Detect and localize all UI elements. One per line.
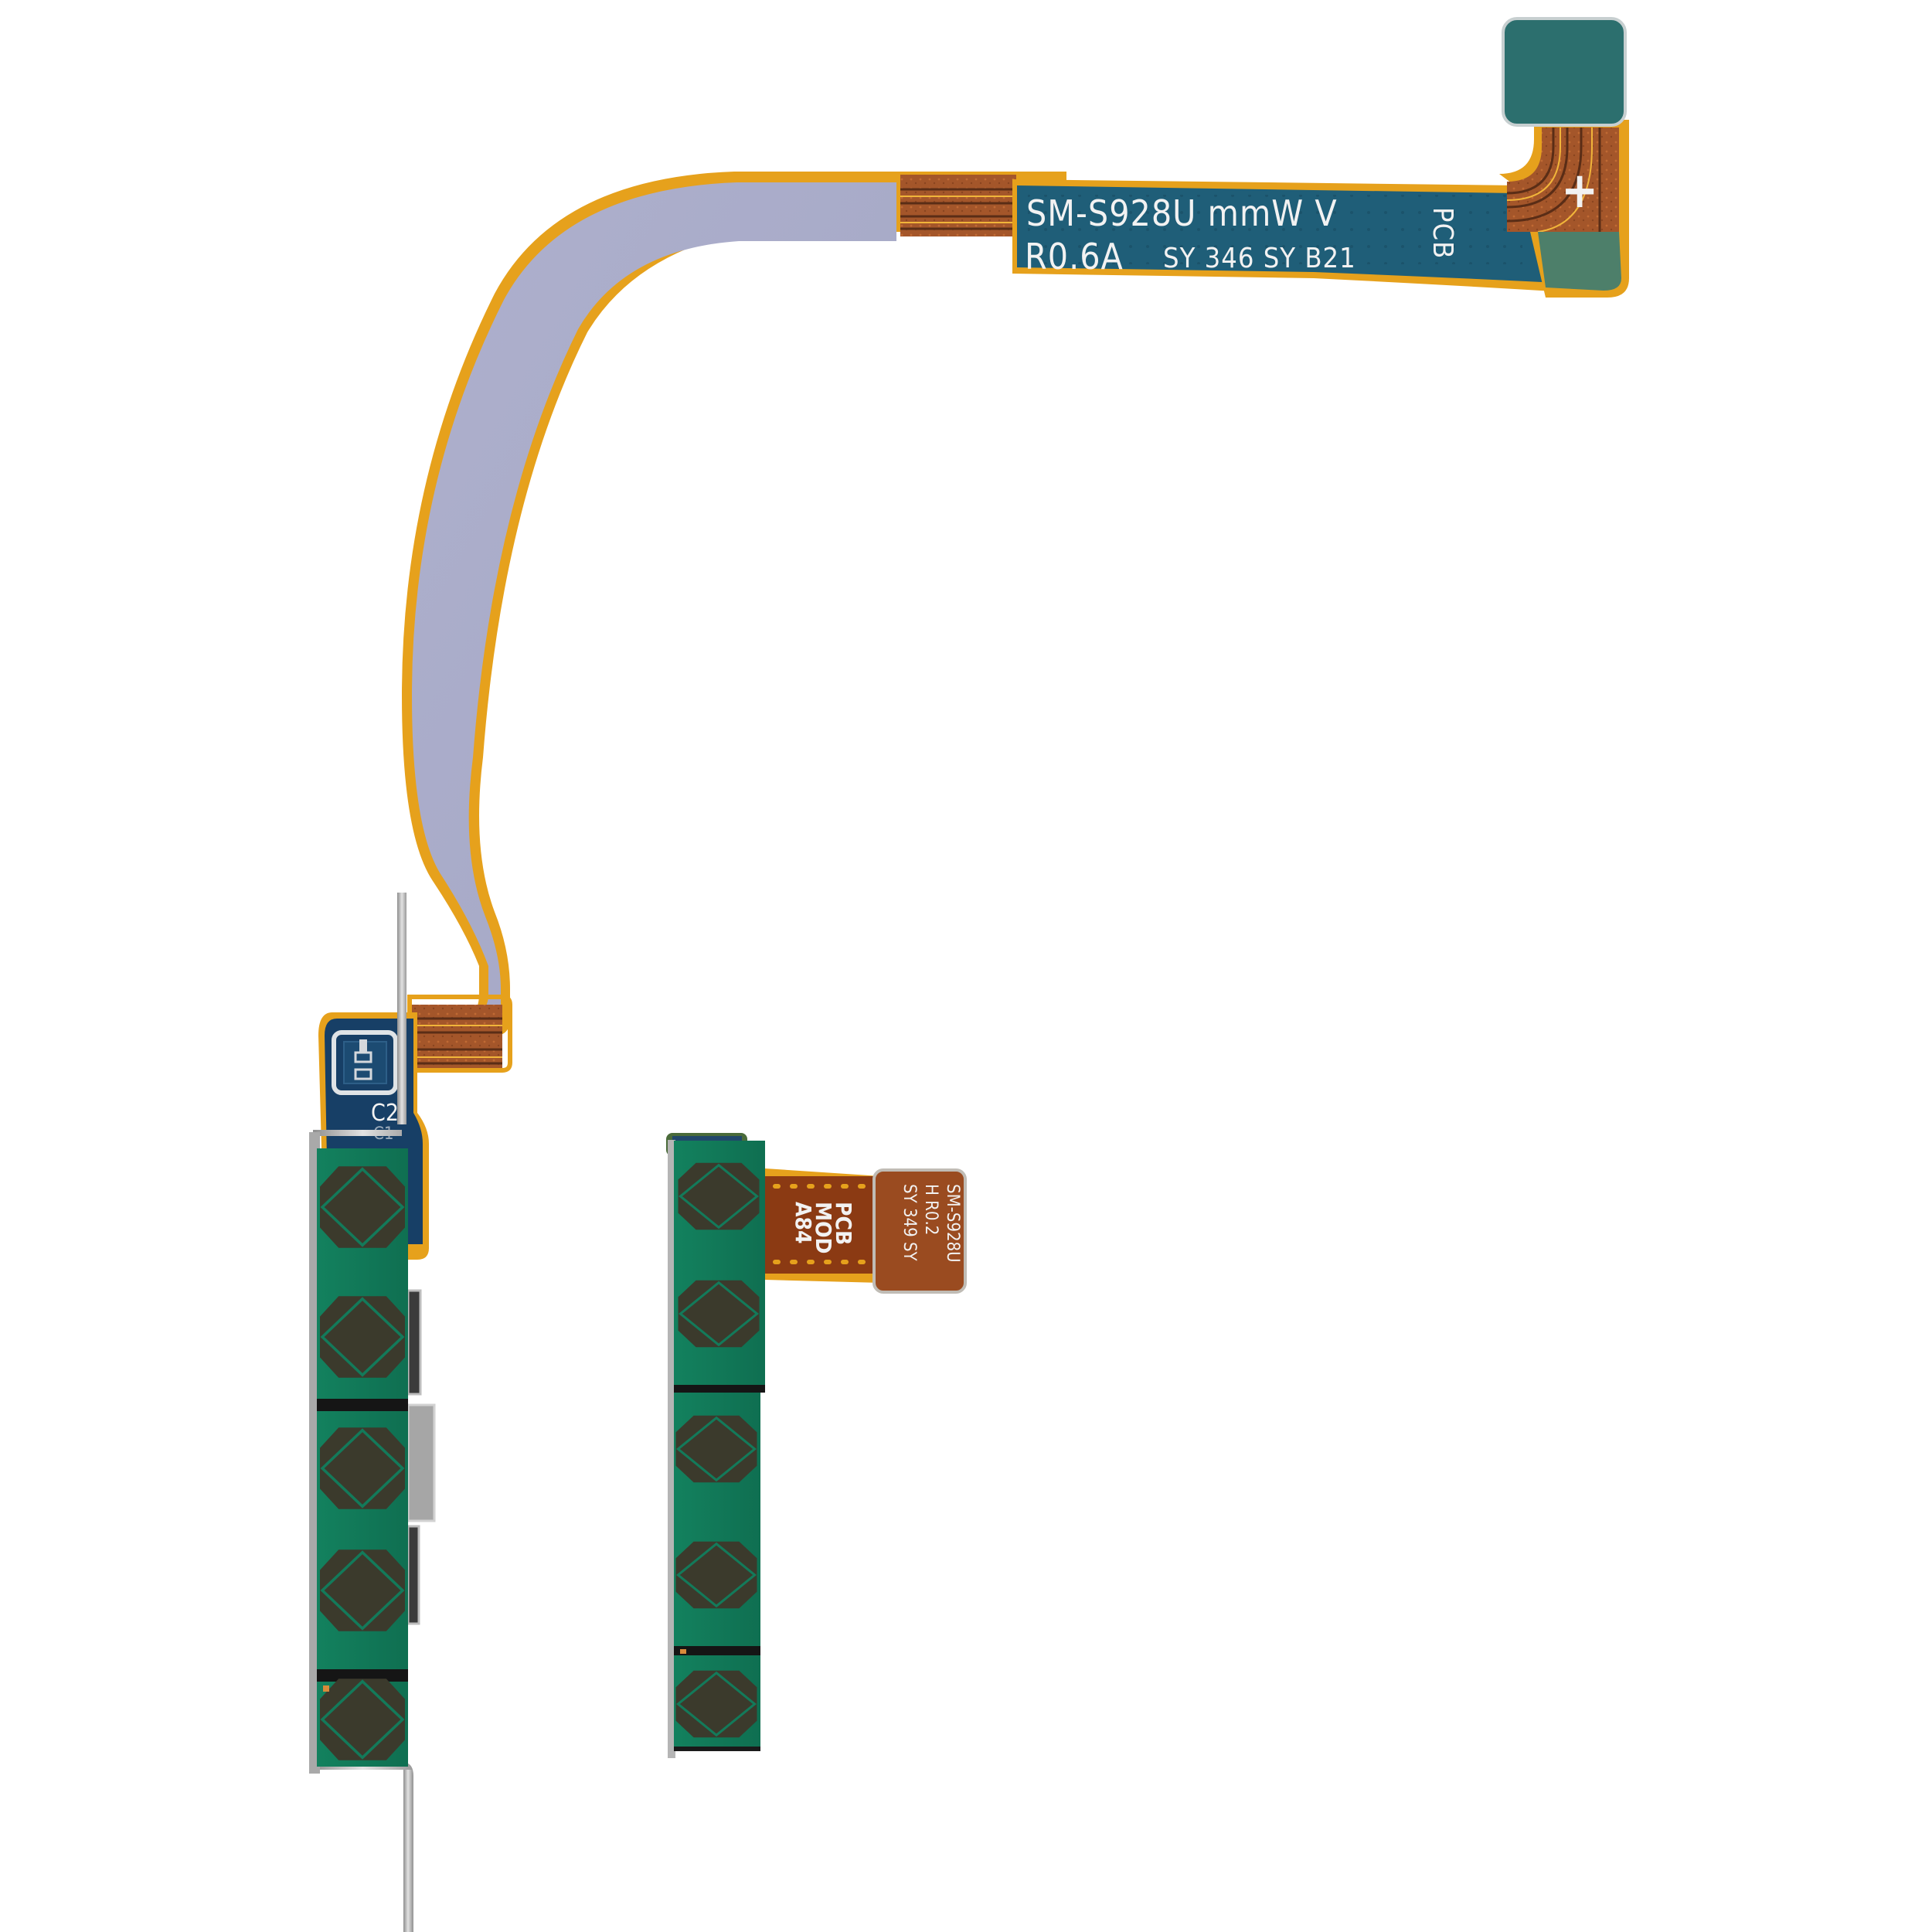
copper-trace-segment-top bbox=[900, 175, 1016, 236]
pcb-code-label: SY 346 SY B21 bbox=[1163, 243, 1356, 274]
side-clip-2 bbox=[406, 1403, 436, 1522]
right-module-tag bbox=[872, 1168, 967, 1294]
antenna-patch bbox=[674, 1414, 759, 1484]
tag-label-codes: SY 349 SY bbox=[900, 1184, 919, 1262]
flex-label-a84: A84 bbox=[791, 1202, 816, 1244]
top-connector-pad bbox=[1502, 17, 1627, 127]
pcb-side-label: PCB bbox=[1427, 207, 1458, 259]
side-clip-3 bbox=[406, 1525, 420, 1625]
antenna-patch bbox=[674, 1669, 759, 1739]
left-antenna-module: C2 C1 bbox=[309, 893, 436, 1932]
shield-sticker bbox=[412, 182, 896, 1025]
antenna-patch bbox=[674, 1540, 759, 1610]
antenna-patch bbox=[676, 1279, 761, 1349]
flex-cable-outline bbox=[402, 172, 1066, 1036]
metal-bracket-bottom bbox=[403, 1770, 413, 1932]
antenna-patch bbox=[318, 1677, 406, 1762]
antenna-patch bbox=[318, 1294, 406, 1379]
pcb-model-label: SM-S928U mmW V bbox=[1026, 192, 1338, 234]
copper-trace-segment-bottom bbox=[410, 1005, 502, 1070]
antenna-patch bbox=[318, 1548, 406, 1633]
flex-label-pcb: PCB bbox=[831, 1202, 856, 1245]
connector-socket bbox=[332, 1030, 398, 1095]
flex-label-mod: MOD bbox=[811, 1202, 836, 1253]
plus-marker-icon: + bbox=[1561, 162, 1598, 219]
right-antenna-module: PCB MOD A84 SM-S928U H R0.2 SY 349 SY bbox=[666, 1133, 967, 1758]
pcb-revision-label: R0.6A bbox=[1025, 236, 1124, 277]
connector-label-c2: C2 bbox=[371, 1100, 399, 1127]
side-clip-1 bbox=[406, 1289, 422, 1396]
tag-label-model: SM-S928U bbox=[943, 1184, 962, 1263]
antenna-patch bbox=[318, 1426, 406, 1511]
antenna-patch bbox=[676, 1162, 761, 1231]
trace-lines bbox=[900, 188, 1016, 230]
main-flex-cable: SM-S928U mmW V R0.6A SY 346 SY B21 PCB + bbox=[402, 17, 1629, 1073]
metal-bracket-top bbox=[397, 893, 406, 1124]
tag-label-revision: H R0.2 bbox=[921, 1184, 940, 1235]
antenna-patch bbox=[318, 1165, 406, 1250]
